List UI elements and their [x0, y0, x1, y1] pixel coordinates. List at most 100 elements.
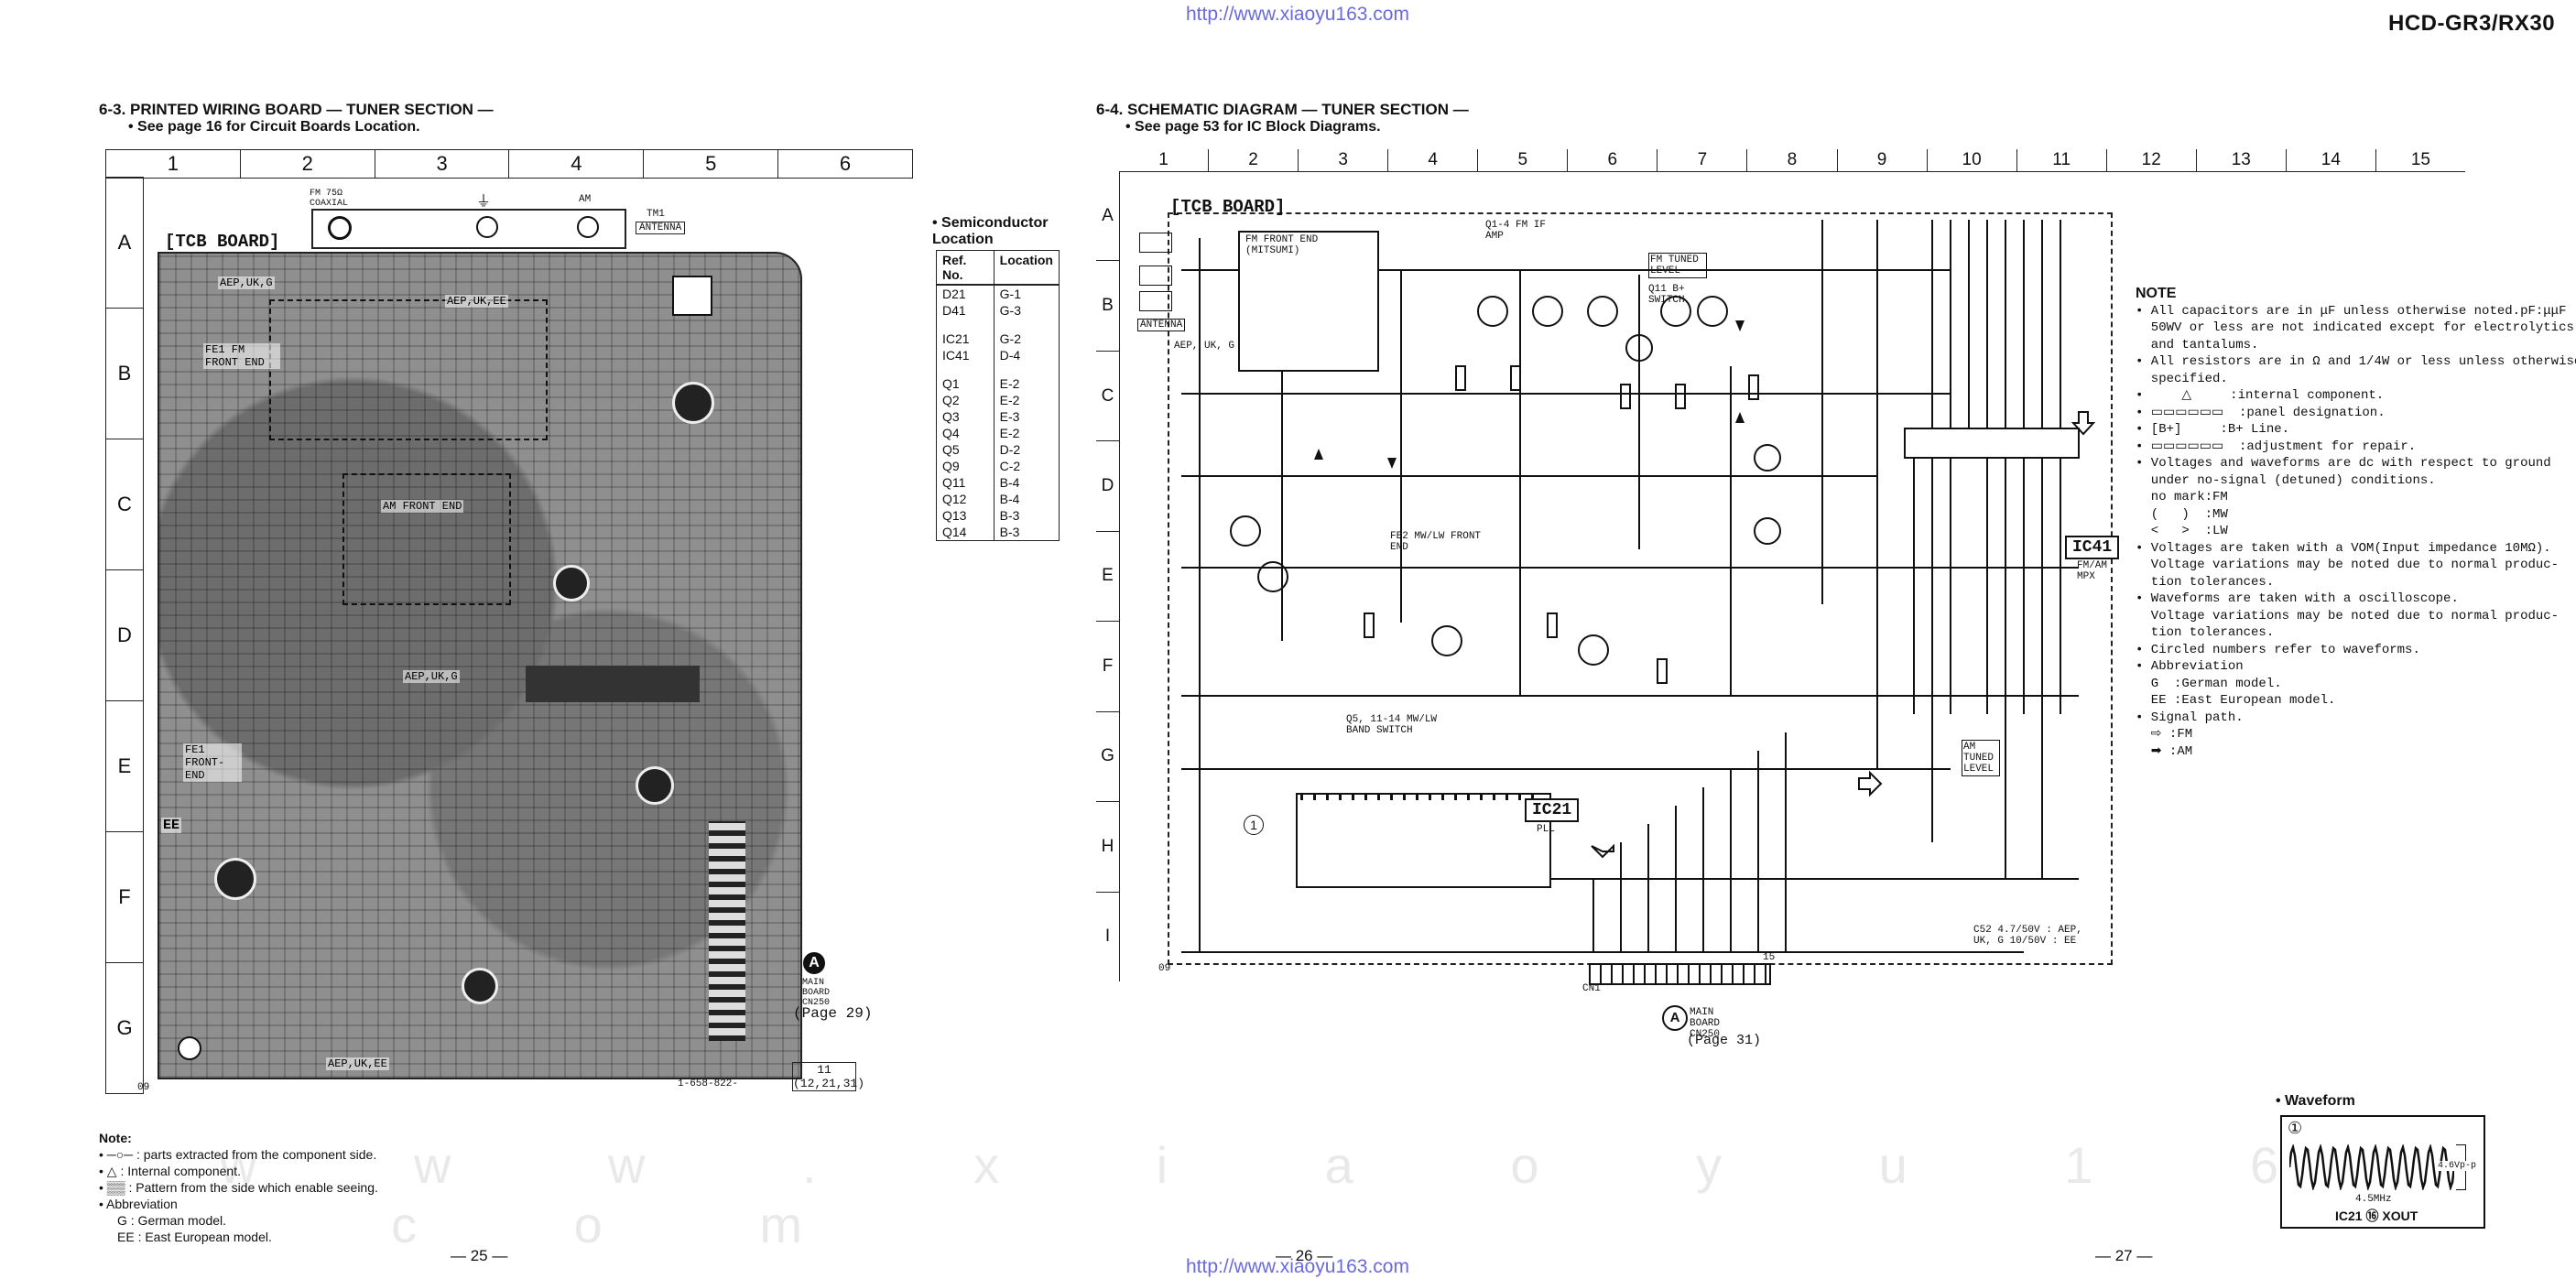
- wiring-board-tag: [TCB BOARD]: [165, 232, 280, 252]
- label-aep-uk-g: AEP,UK,G: [218, 276, 275, 289]
- semi-cell-ref: D21: [936, 285, 995, 302]
- row-E: E: [106, 701, 143, 832]
- semi-cell-ref: Q9: [936, 458, 995, 474]
- label-fe1: FE1 FM FRONT END: [203, 343, 280, 369]
- right-note-line: 50WV or less are not indicated except fo…: [2136, 320, 2574, 335]
- waveform-caption: IC21 ⑯ XOUT: [2335, 1209, 2418, 1223]
- left-note-6: EE : East European model.: [117, 1230, 272, 1244]
- right-note-line: • All capacitors are in μF unless otherw…: [2136, 303, 2567, 319]
- col-4: 4: [509, 150, 645, 178]
- page-27: — 27 —: [2095, 1247, 2153, 1264]
- right-notes-list: • All capacitors are in μF unless otherw…: [2136, 303, 2576, 761]
- label-antenna-s: ANTENNA: [1137, 319, 1186, 331]
- right-note-line: G :German model.: [2136, 676, 2282, 691]
- label-q1-4: Q1-4 FM IF AMP: [1485, 220, 1547, 242]
- schematic-row-header: A B C D E F G H I: [1096, 171, 1120, 981]
- ic21-sub: PLL: [1537, 824, 1555, 835]
- srow-E: E: [1096, 532, 1119, 623]
- semi-cell-ref: Q5: [936, 441, 995, 458]
- semi-cell-loc: D-2: [993, 441, 1060, 458]
- scol-4: 4: [1388, 149, 1479, 171]
- right-note-line: no mark:FM: [2136, 490, 2228, 504]
- left-notes: Note: • ─○─ : parts extracted from the c…: [99, 1130, 378, 1245]
- scol-9: 9: [1838, 149, 1928, 171]
- right-note-line: • Circled numbers refer to waveforms.: [2136, 642, 2420, 657]
- semi-cell-ref: Q4: [936, 425, 995, 441]
- url-bottom[interactable]: http://www.xiaoyu163.com: [1186, 1256, 1409, 1277]
- label-fm-coaxial: FM 75Ω COAXIAL: [310, 189, 349, 209]
- label-c52: C52 4.7/50V : AEP, UK, G 10/50V : EE: [1973, 925, 2082, 947]
- right-note-line: EE :East European model.: [2136, 693, 2336, 708]
- semi-cell-loc: G-1: [993, 285, 1060, 302]
- semi-cell-loc: E-2: [993, 392, 1060, 408]
- pin15-label: 15: [1763, 952, 1776, 963]
- right-note-line: • Signal path.: [2136, 710, 2244, 725]
- label-am: AM: [579, 194, 592, 205]
- schematic-column-header: 1 2 3 4 5 6 7 8 9 10 11 12 13 14 15: [1119, 149, 2465, 172]
- semi-cell-loc: E-2: [993, 425, 1060, 441]
- part-number: 1-658-822-: [678, 1078, 739, 1089]
- label-aep-uk-ee-2: AEP,UK,EE: [326, 1057, 389, 1070]
- url-top[interactable]: http://www.xiaoyu163.com: [1186, 4, 1409, 25]
- left-note-2: • △ : Internal component.: [99, 1164, 241, 1178]
- srow-I: I: [1104, 927, 1111, 947]
- circle-a-left: A: [803, 952, 825, 974]
- srow-F: F: [1096, 622, 1119, 712]
- jack-gnd: [1139, 266, 1172, 286]
- label-fe1-front-end: FE1 FRONT-END: [183, 743, 242, 782]
- waveform-num: ①: [2288, 1119, 2303, 1137]
- semi-cell-ref: D41: [936, 302, 995, 319]
- right-note-line: • All resistors are in Ω and 1/4W or les…: [2136, 354, 2576, 369]
- label-aep: AEP, UK, G: [1174, 341, 1235, 352]
- schematic-title: 6-4. SCHEMATIC DIAGRAM — TUNER SECTION —: [1096, 101, 1469, 118]
- row-A: A: [106, 178, 143, 309]
- waveform-ref-1: 1: [1244, 815, 1264, 835]
- label-fm-tuned: FM TUNED LEVEL: [1648, 253, 1707, 278]
- scol-1: 1: [1119, 149, 1210, 171]
- antenna-terminal-strip: [311, 209, 626, 249]
- semi-cell-ref: IC21: [936, 319, 995, 347]
- schematic-subtitle: • See page 53 for IC Block Diagrams.: [1125, 119, 1381, 135]
- semi-cell-loc: B-4: [993, 474, 1060, 491]
- waveform-amplitude: 4.6Vp-p: [2438, 1161, 2477, 1171]
- row-F: F: [106, 832, 143, 963]
- label-antenna: ANTENNA: [636, 222, 686, 234]
- semi-cell-ref: Q13: [936, 507, 995, 524]
- cap-5: [462, 968, 498, 1004]
- scol-3: 3: [1299, 149, 1389, 171]
- semi-cell-loc: E-2: [993, 363, 1060, 392]
- col-6: 6: [839, 152, 852, 175]
- row-D: D: [106, 570, 143, 701]
- srow-C: C: [1096, 352, 1119, 442]
- right-note-line: • Voltages are taken with a VOM(Input im…: [2136, 540, 2551, 556]
- right-note-line: Voltage variations may be noted due to n…: [2136, 558, 2560, 572]
- right-note-line: tion tolerances.: [2136, 625, 2275, 640]
- cap-3: [214, 858, 256, 900]
- right-note-line: • ▭▭▭▭▭▭ :adjustment for repair.: [2136, 439, 2417, 454]
- scol-13: 13: [2197, 149, 2287, 171]
- scol-5: 5: [1478, 149, 1569, 171]
- right-notes-title: NOTE: [2136, 286, 2177, 301]
- semi-cell-loc: G-3: [993, 302, 1060, 319]
- right-note-line: Voltage variations may be noted due to n…: [2136, 608, 2560, 623]
- right-note-line: specified.: [2136, 371, 2228, 386]
- semi-cell-loc: B-3: [993, 524, 1060, 541]
- col-1: 1: [106, 150, 241, 178]
- right-note-line: • Waveforms are taken with a oscilloscop…: [2136, 591, 2459, 606]
- label-ee: EE: [161, 818, 182, 833]
- srow-G: G: [1096, 712, 1119, 803]
- watermark: w w w . x i a o y u 1 6 3 . c o m: [220, 1136, 2536, 1253]
- label-main-board-left: MAIN BOARD CN250: [802, 978, 831, 1008]
- right-note-line: under no-signal (detuned) conditions.: [2136, 472, 2436, 488]
- semi-header-ref: Ref. No.: [936, 250, 995, 286]
- col-3: 3: [375, 150, 510, 178]
